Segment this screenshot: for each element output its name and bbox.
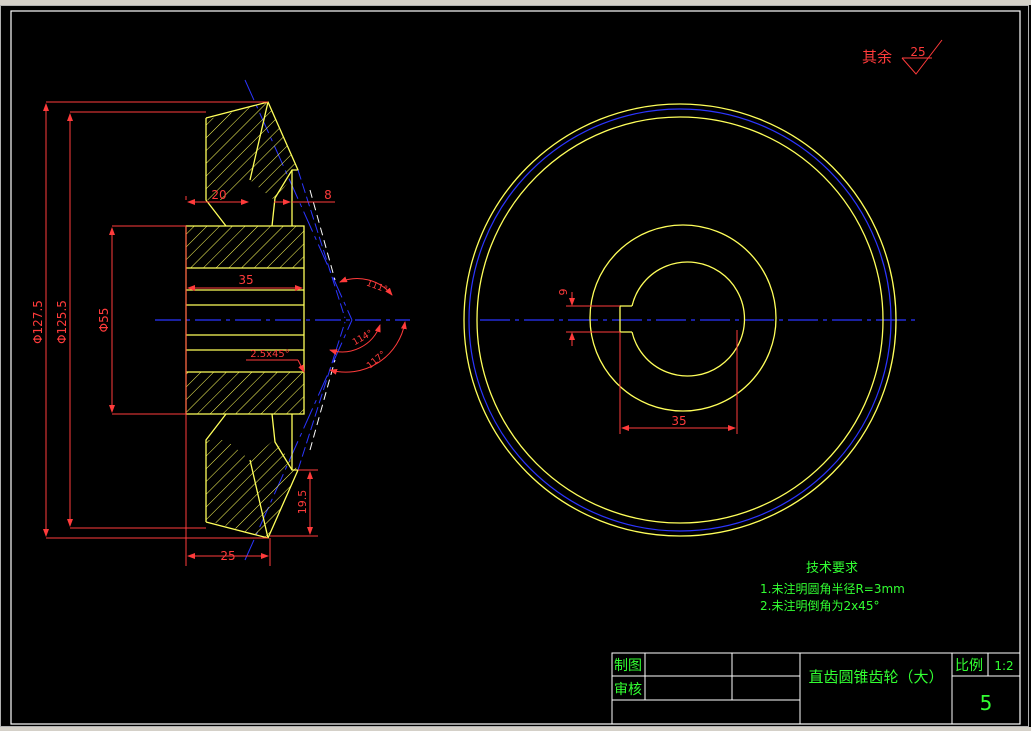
pitch-circle xyxy=(468,108,892,532)
scale-label: 比例 xyxy=(955,658,983,674)
roughness-symbol: 其余 25 xyxy=(862,39,943,75)
dim-d55: Φ55 xyxy=(97,308,111,333)
hub-top-hatch xyxy=(186,226,304,268)
dimension-lines xyxy=(43,101,407,566)
back-cone-bottom xyxy=(297,321,346,471)
dim-angle-117: 117° xyxy=(365,350,388,372)
dim-d127: Φ127.5 xyxy=(31,300,45,344)
outer-circle xyxy=(463,103,897,537)
section-view: Φ127.5 Φ125.5 Φ55 20 8 35 25 19.5 2.5x45… xyxy=(31,79,410,566)
roughness-mark-icon xyxy=(901,39,943,75)
viewport-border xyxy=(0,5,1029,727)
dim-key-9: 9 xyxy=(557,289,570,296)
dim-d125: Φ125.5 xyxy=(55,300,69,344)
technical-notes: 技术要求 1.未注明圆角半径R=3mm 2.未注明倒角为2x45° xyxy=(760,561,905,613)
dim-chamfer: 2.5x45° xyxy=(250,349,290,360)
window-bottom-strip xyxy=(0,727,1031,731)
dim-8: 8 xyxy=(324,188,332,202)
bore-circle xyxy=(631,261,746,377)
dim-25: 25 xyxy=(220,549,235,563)
roughness-label: 其余 xyxy=(862,48,892,66)
keyway xyxy=(619,305,632,333)
root-cone-bottom xyxy=(309,359,336,451)
notes-line-2: 2.未注明倒角为2x45° xyxy=(760,598,879,613)
dim-bore-35: 35 xyxy=(671,414,686,428)
title-block: 制图 审核 直齿圆锥齿轮（大） 比例 1:2 5 xyxy=(611,652,1021,725)
tooth-top-hatch xyxy=(206,102,298,200)
roughness-value: 25 xyxy=(910,45,925,59)
drawn-label: 制图 xyxy=(614,658,642,674)
hub-circle xyxy=(589,224,777,412)
notes-line-1: 1.未注明圆角半径R=3mm xyxy=(760,581,905,596)
dim-35-hub: 35 xyxy=(238,273,253,287)
notes-title: 技术要求 xyxy=(806,561,858,576)
checked-label: 审核 xyxy=(614,682,642,698)
sheet-number: 5 xyxy=(980,691,993,715)
front-view: 35 9 xyxy=(463,103,920,537)
tooth-bottom-hatch xyxy=(206,440,298,538)
dim-19-5: 19.5 xyxy=(296,490,309,515)
window-top-strip xyxy=(0,0,1031,5)
scale-value: 1:2 xyxy=(994,659,1013,673)
part-name: 直齿圆锥齿轮（大） xyxy=(808,668,943,686)
dim-angle-114: 114° xyxy=(351,329,375,349)
dim-20: 20 xyxy=(211,188,226,202)
back-cone-top xyxy=(297,169,346,319)
root-cone-top xyxy=(309,189,336,281)
front-dimension-lines xyxy=(566,292,738,434)
gear-outline xyxy=(185,101,305,539)
drawing-border xyxy=(10,10,1021,725)
root-circle xyxy=(476,116,884,524)
dim-angle-111: 111° xyxy=(365,279,389,296)
hub-bottom-hatch xyxy=(186,372,304,414)
